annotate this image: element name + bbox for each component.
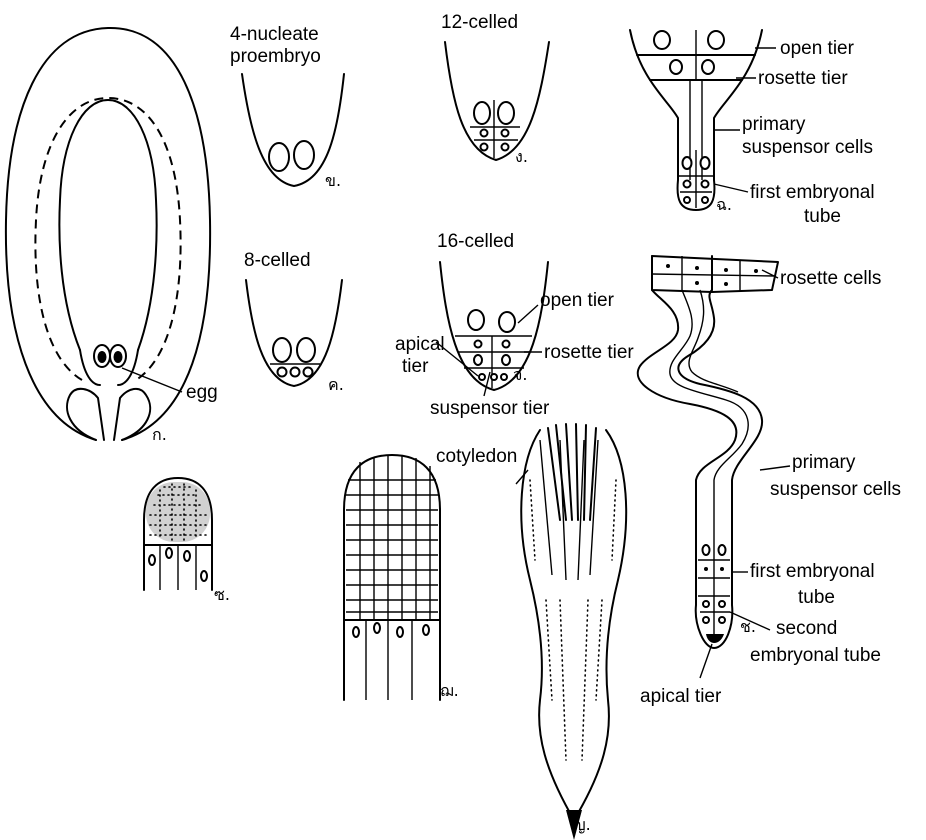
primary-suspensor-label-b-line2: suspensor cells: [770, 479, 901, 500]
panel-letter-chho: ฉ.: [716, 195, 732, 214]
second-embryonal-label-line2: embryonal tube: [750, 645, 881, 666]
open-tier-label-a: open tier: [780, 38, 855, 59]
cotyledon-label: cotyledon: [436, 446, 517, 467]
sixteen-celled-figure: [440, 262, 548, 390]
panel-letter-yo: ญ.: [572, 815, 591, 834]
apical-tier-label-c: apical tier: [640, 686, 722, 707]
apical-tier-label-b-line1: apical: [395, 334, 445, 355]
coiled-suspensor-figure: [638, 256, 778, 648]
four-nucleate-label-line1: 4-nucleate: [230, 24, 319, 45]
proembryo-tip-figure: [144, 478, 212, 590]
eight-celled-label: 8-celled: [244, 250, 311, 271]
apical-tier-label-b-line2: tier: [402, 356, 429, 377]
primary-suspensor-label-a-line2: suspensor cells: [742, 137, 873, 158]
suspensor-tier-label: suspensor tier: [430, 398, 550, 419]
first-embryonal-label-b-line2: tube: [798, 587, 835, 608]
second-embryonal-label-line1: second: [776, 618, 837, 639]
primary-suspensor-label-a-line1: primary: [742, 114, 806, 135]
twelve-celled-label: 12-celled: [441, 12, 518, 33]
panel-letter-cho: จ.: [513, 365, 527, 384]
eight-celled-figure: [246, 280, 342, 386]
rosette-cells-label: rosette cells: [780, 268, 881, 289]
panel-letter-so: ซ.: [214, 585, 230, 604]
panel-letter-cho-choe: ฌ.: [440, 681, 459, 700]
panel-letter-kho: ข.: [325, 171, 341, 190]
panel-letter-ngo: ง.: [515, 147, 528, 166]
four-nucleate-proembryo-figure: [242, 74, 344, 186]
four-nucleate-label-line2: proembryo: [230, 46, 321, 67]
egg-label: egg: [186, 382, 218, 403]
ovule-figure: [6, 28, 210, 440]
open-tier-label-b: open tier: [540, 290, 615, 311]
first-embryonal-label-a-line2: tube: [804, 206, 841, 227]
mature-embryo-figure: [521, 424, 626, 840]
primary-suspensor-label-b-line1: primary: [792, 452, 856, 473]
sixteen-celled-label: 16-celled: [437, 231, 514, 252]
first-embryonal-label-a-line1: first embryonal: [750, 182, 875, 203]
rosette-tier-label-a: rosette tier: [758, 68, 848, 89]
older-embryo-figure: [344, 455, 440, 700]
twelve-celled-figure: [445, 42, 549, 160]
panel-letter-kho-khwai: ค.: [328, 375, 344, 394]
panel-letter-ko: ก.: [152, 425, 167, 444]
first-embryonal-label-b-line1: first embryonal: [750, 561, 875, 582]
rosette-tier-label-b: rosette tier: [544, 342, 634, 363]
